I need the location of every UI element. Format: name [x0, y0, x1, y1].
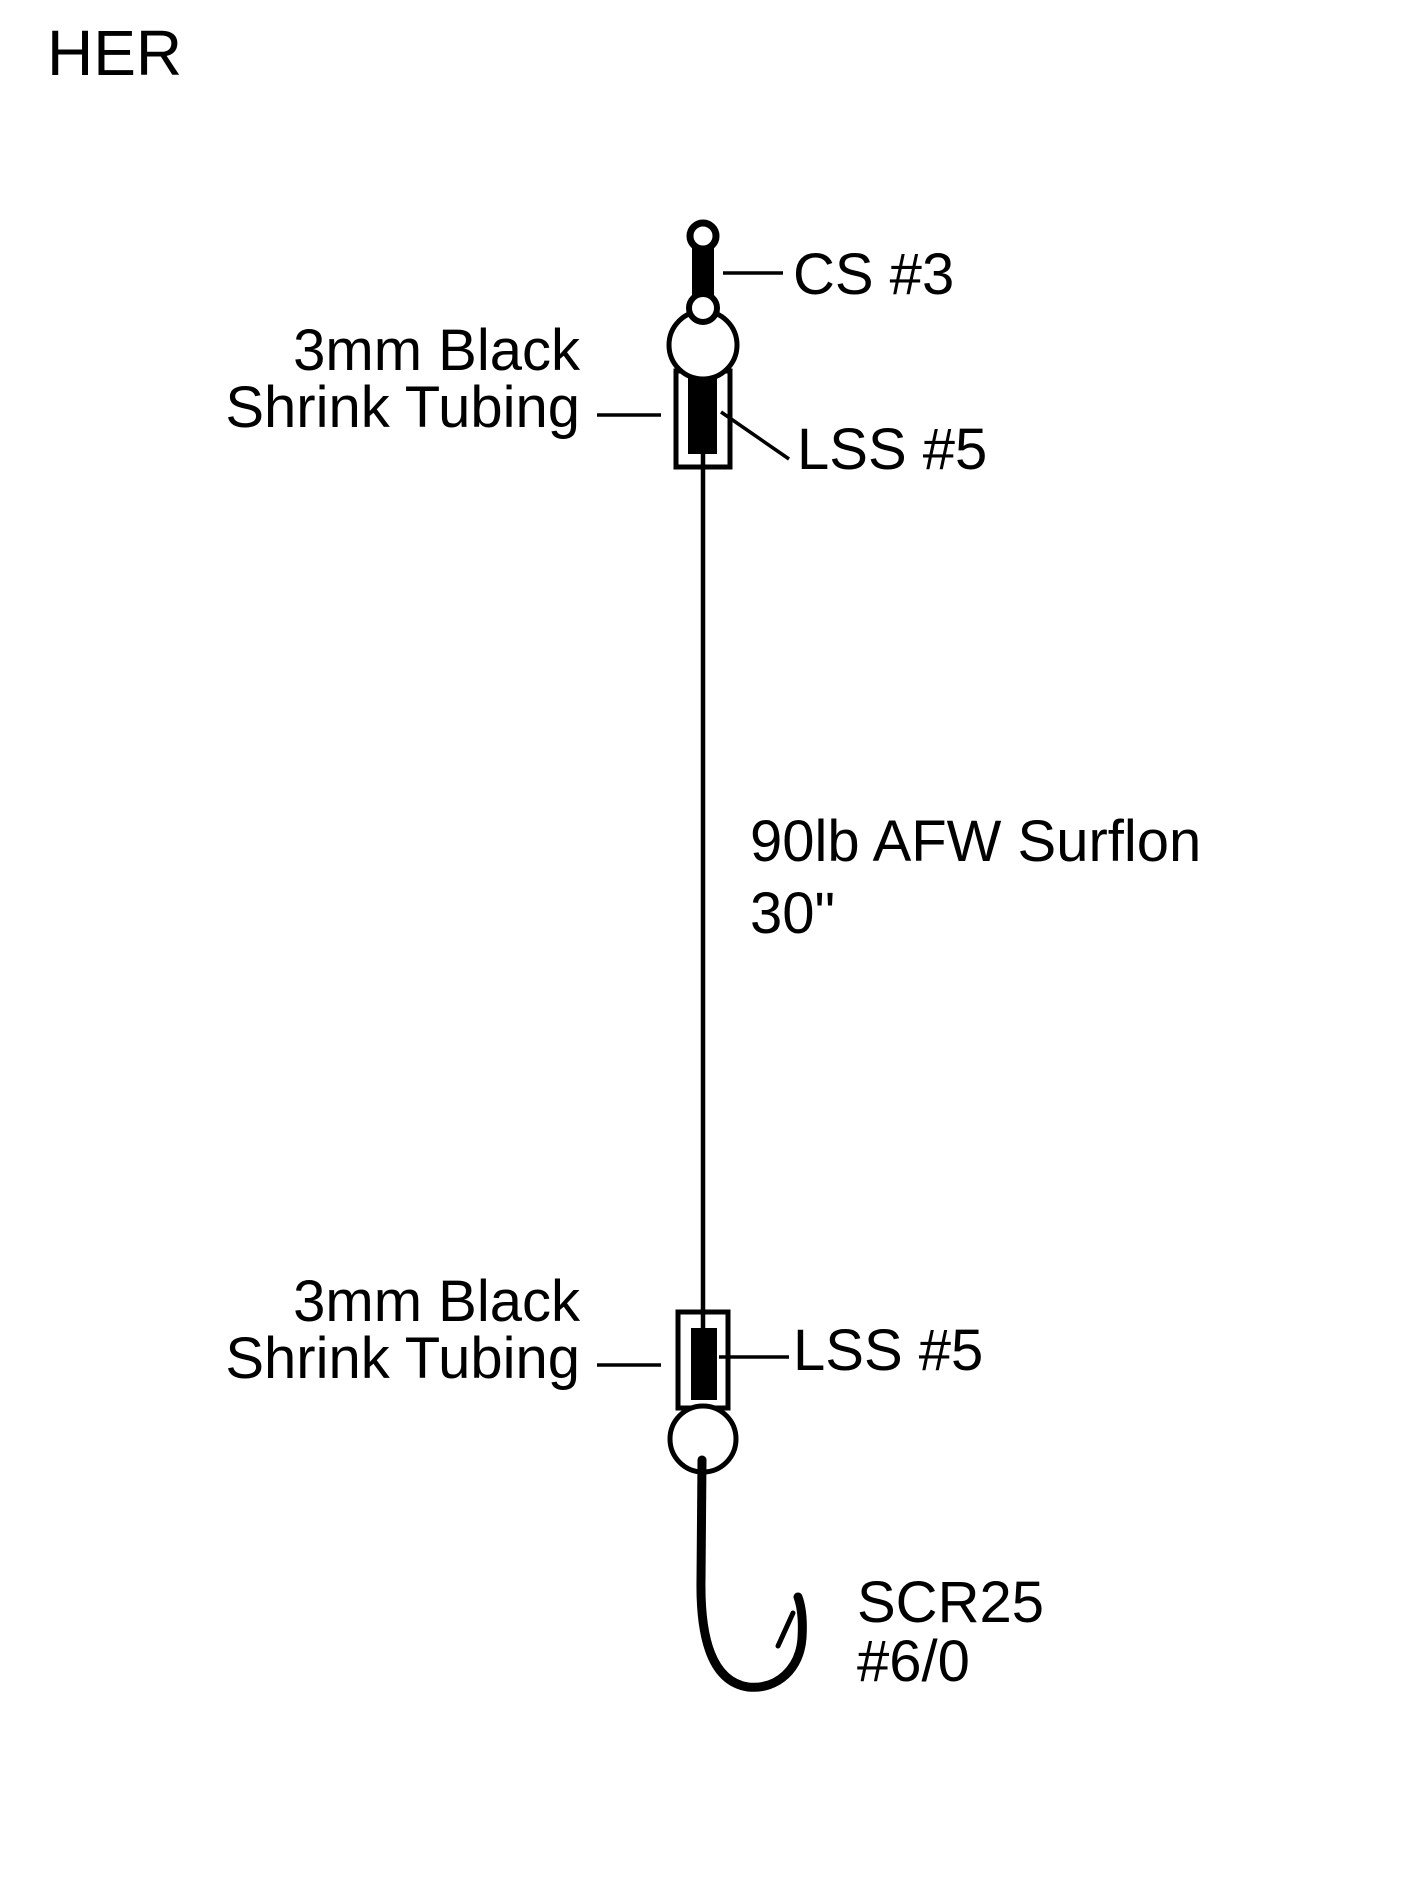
hook-label-line2: #6/0 [857, 1629, 970, 1694]
lss5-top-callout-line [720, 410, 790, 461]
leader-wire-label-line1: 90lb AFW Surflon [750, 809, 1202, 874]
swivel-top-eye [686, 291, 720, 325]
shrink-tubing-top-label-line1: 3mm Black [293, 318, 580, 383]
swivel-bottom-label: LSS #5 [793, 1318, 984, 1383]
hook-graphic [696, 1455, 807, 1692]
leader-wire-label: 90lb AFW Surflon 30" [750, 806, 1201, 950]
shrink-tubing-bottom-label-line1: 3mm Black [293, 1269, 580, 1334]
shrink-tubing-top-sleeve [688, 377, 717, 454]
shrink-tubing-bottom-sleeve [691, 1328, 717, 1400]
swivel-top-label: LSS #5 [797, 417, 988, 482]
leader-wire-label-line2: 30" [750, 881, 836, 946]
shrink-tubing-bottom-label-line2: Shrink Tubing [225, 1326, 580, 1391]
hook-label-line1: SCR25 [857, 1570, 1044, 1635]
hook-barb [775, 1610, 796, 1649]
hook-label: SCR25 #6/0 [857, 1573, 1044, 1691]
shrink-tubing-top-label-line2: Shrink Tubing [225, 375, 580, 440]
shrink-tubing-top-label: 3mm Black Shrink Tubing [180, 318, 580, 440]
shrink-tubing-bottom-label: 3mm Black Shrink Tubing [180, 1269, 580, 1391]
clip-label: CS #3 [793, 242, 955, 307]
page-title: HER [47, 17, 183, 89]
snap-clip-graphic [686, 219, 720, 296]
